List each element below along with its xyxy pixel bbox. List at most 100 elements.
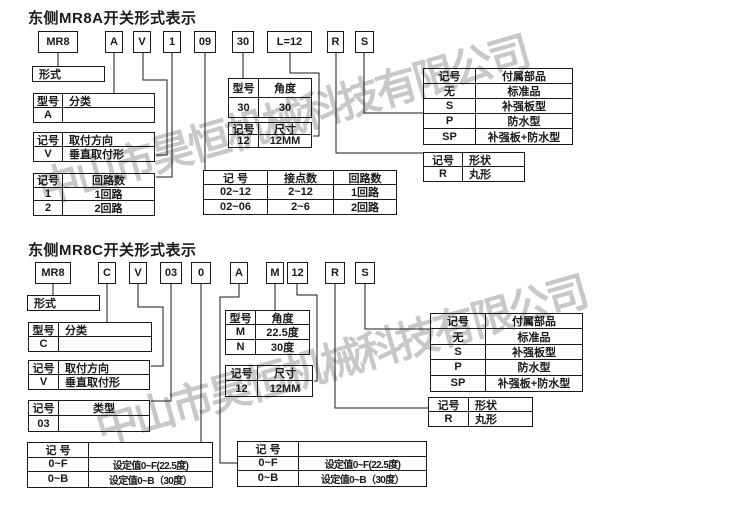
table-cell: 2回路 <box>94 202 123 215</box>
code-box-shape: R <box>325 262 345 284</box>
table-header-cell: 型号 <box>29 323 59 337</box>
table-cell: 设定值0~B（30度） <box>108 475 193 487</box>
table-cell: P <box>431 360 486 376</box>
table-cell: 垂直取付形 <box>69 149 124 161</box>
table-cell: 补强板+防水型 <box>497 378 571 391</box>
table-header-cell: 分类 <box>63 94 154 108</box>
table-header-cell <box>89 443 212 458</box>
table-cell: 30 <box>229 98 259 117</box>
category-table: 型号 分类 C <box>28 322 152 352</box>
table-cell: 0~F <box>28 457 89 473</box>
table-cell: 2回路 <box>350 201 380 214</box>
table-cell: C <box>29 337 59 351</box>
size-table: 记号 尺寸 12 12MM <box>225 365 313 397</box>
table-header-cell: 回路数 <box>334 171 396 186</box>
table-header-cell: 记 号 <box>238 442 299 457</box>
table-cell <box>63 108 154 122</box>
shape-table: 记号 形状 R 丸形 <box>423 152 525 182</box>
table-header-cell: 接点数 <box>268 171 334 186</box>
table-cell: N <box>226 339 256 354</box>
code-box-length: L=12 <box>267 31 312 53</box>
table-header-cell: 尺寸 <box>258 366 312 381</box>
table-header-cell: 记号 <box>429 398 469 412</box>
code-box-type: 03 <box>160 262 182 284</box>
table-header-cell: 尺寸 <box>259 123 311 135</box>
table-header-cell: 记号 <box>29 361 59 375</box>
code-box-shape: R <box>327 31 344 53</box>
table-cell <box>59 337 151 351</box>
mount-direction-table: 记号 取付方向 V 垂直取付形 <box>33 132 155 162</box>
table-header-cell: 付属部品 <box>476 69 572 84</box>
table-cell: 1 <box>34 187 63 202</box>
code-box-class: A <box>105 31 123 53</box>
table-cell: 30 <box>278 101 292 114</box>
table-header-cell: 记号 <box>226 366 258 381</box>
code-box-contacts: 09 <box>194 31 216 53</box>
circuit-count-table: 记号 回路数 1 1回路 2 2回路 <box>33 173 155 216</box>
table-cell <box>59 416 149 431</box>
accessory-table: 记号 付属部品 无 标准品 S 补强板型 P 防水型 SP 补强板+防水型 <box>430 313 583 392</box>
table-cell: 丸形 <box>469 169 491 181</box>
table-cell: M <box>226 325 256 340</box>
table-cell: 防水型 <box>486 360 582 376</box>
connector-line <box>156 53 173 178</box>
code-box-accessory: S <box>355 31 374 53</box>
table-cell: 1回路 <box>63 188 154 202</box>
category-table: 型号 分类 A <box>33 93 155 123</box>
table-header-cell: 型号 <box>229 79 259 98</box>
table-cell: 2~12 <box>268 185 334 200</box>
table-header-cell: 回路数 <box>63 174 154 188</box>
connector-line <box>335 53 423 154</box>
table-cell: 补强板型 <box>476 99 572 114</box>
angle-table: 型号 角度 30 30 <box>228 78 312 118</box>
table-header-cell: 分类 <box>59 323 151 337</box>
setting-value-table-1: 记 号 0~F 设定值0~F(22.5度) 0~B 设定值0~B（30度） <box>27 442 213 488</box>
table-cell: V <box>29 375 59 389</box>
table-header-cell: 形状 <box>469 398 532 412</box>
table-header-cell: 记号 <box>34 174 63 188</box>
code-box-series: MR8 <box>35 262 71 284</box>
size-table: 记号 尺寸 12 12MM <box>228 122 312 148</box>
table-header-cell: 付属部品 <box>486 314 582 330</box>
table-header-cell: 记号 <box>29 401 59 416</box>
code-box-angle: 30 <box>232 31 254 53</box>
table-cell: 0~B <box>238 471 299 486</box>
connector-line <box>151 284 172 402</box>
table-header-cell: 取付方向 <box>59 361 149 375</box>
table-cell: 2 <box>34 201 63 215</box>
table-cell: P <box>424 114 476 129</box>
table-cell: S <box>431 344 486 361</box>
connector-line <box>334 284 429 409</box>
shape-table: 记号 形状 R 丸形 <box>428 397 533 427</box>
table-cell: 设定值0~B（30度） <box>320 474 405 486</box>
code-box-size: 12 <box>287 262 308 284</box>
table-header-cell: 角度 <box>256 311 309 326</box>
accessory-table: 记号 付属部品 无 标准品 S 补强板型 P 防水型 SP 补强板+防水型 <box>423 68 573 145</box>
form-label-box: 形式 <box>32 66 105 82</box>
code-box-setting-2: A <box>230 262 248 284</box>
contact-count-table: 记 号 接点数 回路数 02~12 2~12 1回路 02~06 2~6 2回路 <box>203 170 397 215</box>
table-header-cell: 记号 <box>34 133 63 147</box>
table-cell: 0~B <box>28 472 89 487</box>
table-header-cell: 记号 <box>431 314 486 330</box>
angle-table: 型号 角度 M 22.5度 N 30度 <box>225 310 310 355</box>
table-cell: 标准品 <box>486 329 582 345</box>
section-a-title: 东侧MR8A开关形式表示 <box>28 10 197 27</box>
code-box-angle: M <box>266 262 284 284</box>
table-cell: 设定值0~F(22.5度) <box>299 457 426 472</box>
table-header-cell: 记号 <box>424 69 476 84</box>
table-cell: S <box>424 99 476 114</box>
code-box-mount: V <box>129 262 147 284</box>
table-header-cell: 型号 <box>34 94 63 108</box>
table-cell: A <box>34 108 63 122</box>
table-cell: SP <box>431 375 486 391</box>
table-cell: 12 <box>229 135 259 147</box>
table-header-cell: 记 号 <box>204 171 268 186</box>
section-c-title: 东侧MR8C开关形式表示 <box>28 242 197 259</box>
code-box-accessory: S <box>355 262 375 284</box>
table-cell: 30度 <box>270 341 295 354</box>
form-label-box: 形式 <box>27 295 100 311</box>
table-cell: 无 <box>424 84 476 99</box>
table-cell: 防水型 <box>476 114 572 129</box>
